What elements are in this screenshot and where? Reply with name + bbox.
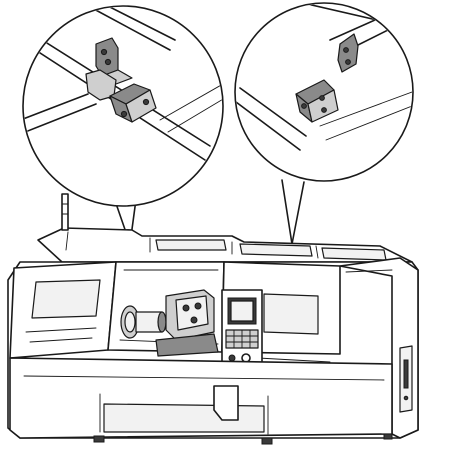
right-callout-pointer bbox=[281, 179, 305, 245]
foot-right bbox=[261, 437, 273, 445]
control-panel-knob[interactable] bbox=[228, 354, 236, 362]
left-lower-bracket bbox=[109, 83, 157, 123]
foot-left bbox=[93, 435, 105, 443]
spindle-chuck bbox=[120, 305, 167, 339]
right-lower-bracket bbox=[295, 79, 339, 123]
left-detail-view bbox=[24, 7, 222, 161]
right-upper-bracket bbox=[337, 33, 359, 73]
lathe-machine bbox=[7, 193, 419, 445]
right-detail-view bbox=[236, 4, 412, 151]
chip-tray bbox=[103, 403, 265, 433]
signal-light-tower bbox=[61, 193, 69, 231]
left-callout bbox=[22, 5, 224, 245]
cnc-control-panel[interactable] bbox=[221, 289, 263, 379]
foot-rear bbox=[383, 433, 393, 440]
right-callout bbox=[234, 2, 414, 245]
right-side-cabinet bbox=[339, 257, 419, 439]
left-door-window bbox=[31, 279, 101, 319]
left-upper-bracket bbox=[95, 37, 133, 85]
tool-turret bbox=[155, 289, 219, 357]
front-pedal bbox=[213, 385, 239, 421]
control-panel-dial[interactable] bbox=[241, 353, 251, 363]
right-door-window bbox=[263, 293, 319, 335]
